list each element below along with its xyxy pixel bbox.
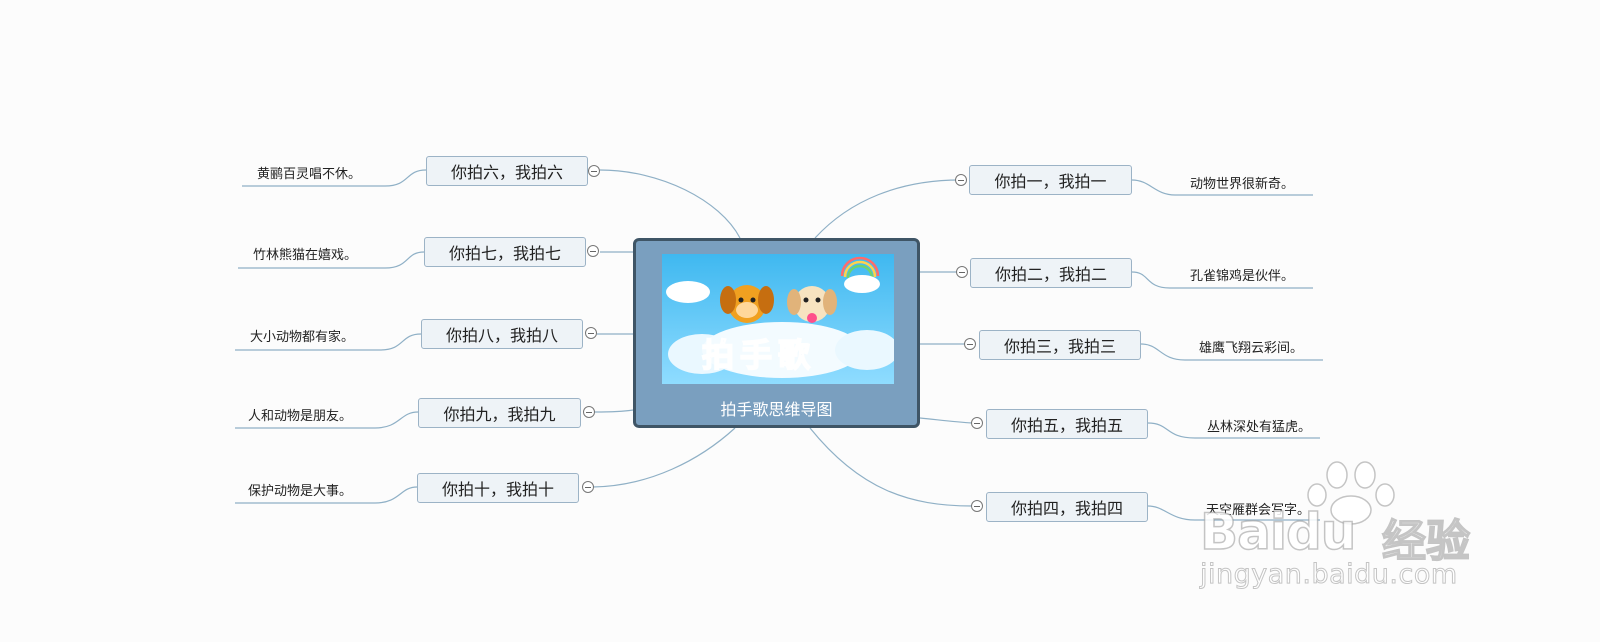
branch-node-right-1[interactable]: 你拍一，我拍一 — [969, 165, 1132, 195]
leaf-text-right-5: 天空雁群会写字。 — [1206, 503, 1311, 518]
root-title: 拍手歌思维导图 — [720, 400, 833, 419]
collapse-icon[interactable] — [582, 481, 594, 493]
leaf-text-left-7: 竹林熊猫在嬉戏。 — [253, 248, 358, 263]
leaf-text-left-8: 大小动物都有家。 — [250, 330, 355, 345]
branch-node-left-9[interactable]: 你拍九，我拍九 — [418, 398, 581, 428]
root-illustration: 拍手歌 — [662, 254, 894, 384]
collapse-icon[interactable] — [971, 500, 983, 512]
collapse-icon[interactable] — [964, 338, 976, 350]
leaf-text-left-6: 黄鹂百灵唱不休。 — [257, 167, 362, 182]
root-image-text: 拍手歌 — [701, 335, 817, 375]
branch-node-left-7[interactable]: 你拍七，我拍七 — [424, 237, 586, 267]
leaf-text-left-9: 人和动物是朋友。 — [248, 409, 353, 424]
collapse-icon[interactable] — [588, 165, 600, 177]
branch-node-right-4[interactable]: 你拍五，我拍五 — [986, 409, 1148, 439]
collapse-icon[interactable] — [583, 406, 595, 418]
leaf-text-right-1: 动物世界很新奇。 — [1190, 177, 1295, 192]
root-node[interactable]: 拍手歌 拍手歌思维导图 — [633, 238, 920, 428]
collapse-icon[interactable] — [971, 417, 983, 429]
branch-node-left-10[interactable]: 你拍十，我拍十 — [417, 473, 579, 503]
collapse-icon[interactable] — [587, 245, 599, 257]
collapse-icon[interactable] — [955, 174, 967, 186]
branch-node-left-8[interactable]: 你拍八，我拍八 — [421, 319, 583, 349]
collapse-icon[interactable] — [585, 327, 597, 339]
leaf-text-left-10: 保护动物是大事。 — [248, 484, 353, 499]
leaf-text-right-4: 丛林深处有猛虎。 — [1207, 420, 1312, 435]
branch-node-right-2[interactable]: 你拍二，我拍二 — [970, 258, 1132, 288]
branch-node-right-5[interactable]: 你拍四，我拍四 — [986, 492, 1148, 522]
branch-node-right-3[interactable]: 你拍三，我拍三 — [979, 330, 1141, 360]
leaf-text-right-2: 孔雀锦鸡是伙伴。 — [1190, 269, 1295, 284]
branch-node-left-6[interactable]: 你拍六，我拍六 — [426, 156, 588, 186]
leaf-text-right-3: 雄鹰飞翔云彩间。 — [1199, 341, 1304, 356]
collapse-icon[interactable] — [956, 266, 968, 278]
